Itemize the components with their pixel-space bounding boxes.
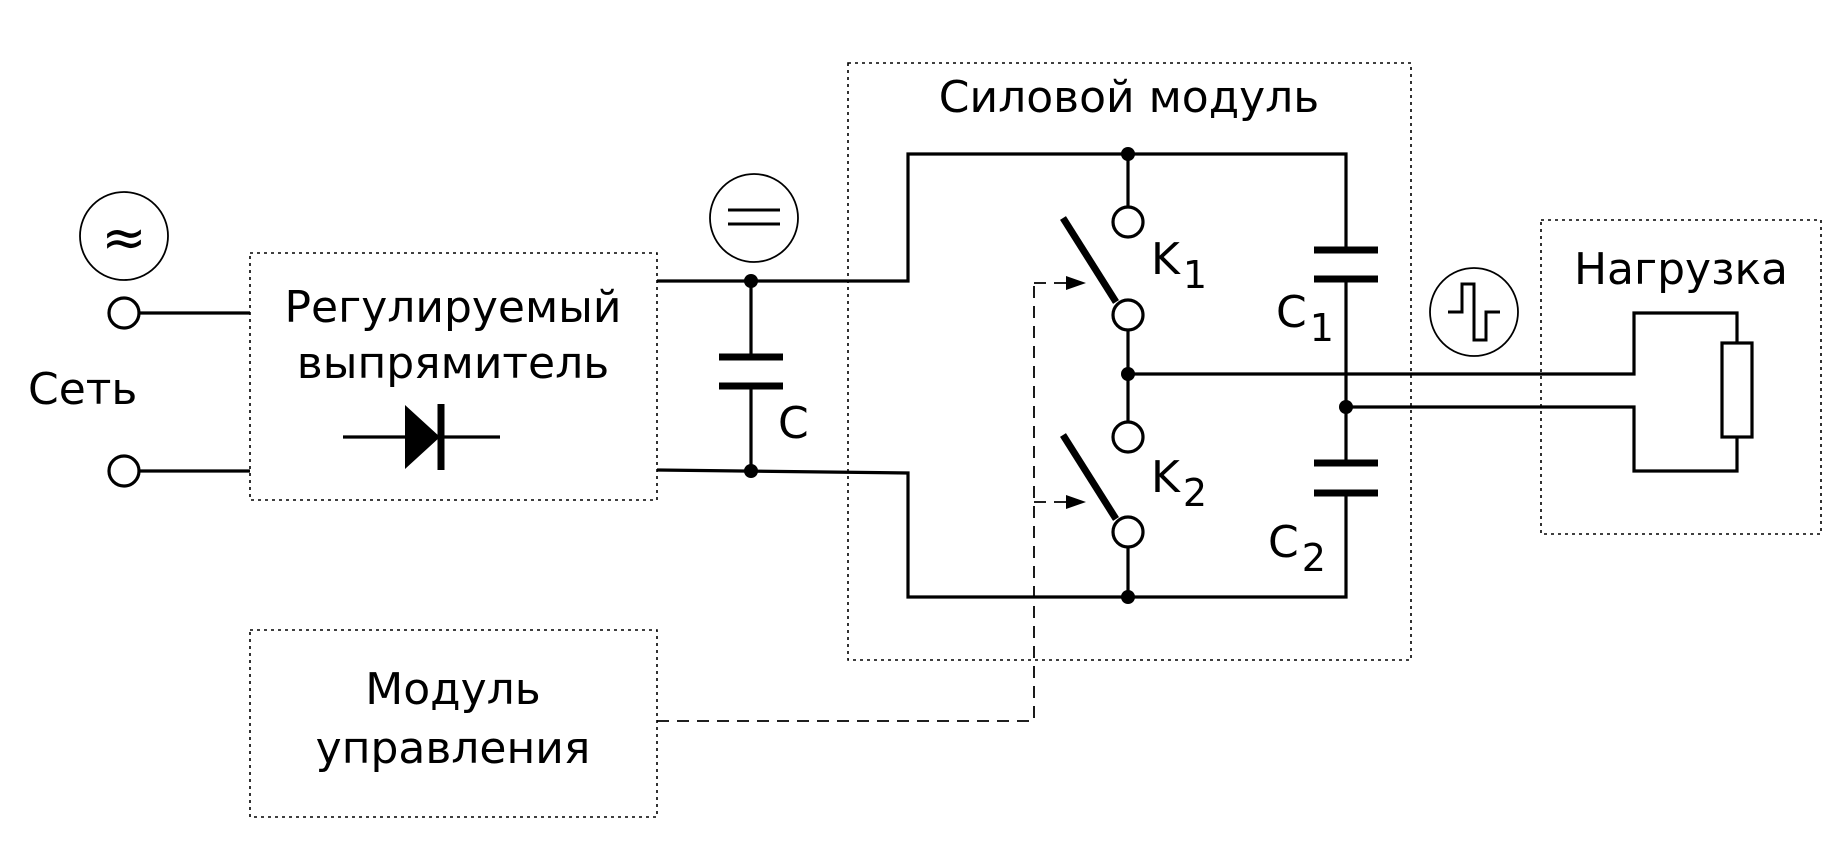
mains-terminal-bottom [107,454,141,488]
control-arrow-k2-icon [1066,495,1086,509]
rectifier-label-line1: Регулируемый [284,282,621,333]
junction-dc-bottom [744,464,758,478]
power-module-box [847,62,1412,661]
rectifier-label-line2: выпрямитель [297,338,609,389]
rectifier-box [249,252,658,501]
diode-icon [405,405,440,469]
switch-k2-contact-top [1111,420,1145,454]
load-resistor-icon [1720,341,1754,439]
control-module-label-line1: Модуль [365,664,540,715]
junction-leg-top [1121,147,1135,161]
capacitor-c2-subscript: 2 [1302,536,1326,580]
switch-k1-contact-bottom [1111,298,1145,332]
control-arrow-k1-icon [1066,276,1086,290]
capacitor-c-label: C [778,398,809,449]
power-module-label: Силовой модуль [939,72,1319,123]
ac-symbol: ≈ [101,206,146,269]
control-module-box [249,629,658,818]
output-wire-bottom [1346,405,1739,473]
switch-k1-label: K1 [1151,234,1207,297]
dc-bus-negative [656,468,1348,599]
mains-label: Сеть [28,364,137,415]
output-wire-top [1128,311,1739,376]
capacitor-c2-label: C2 [1268,517,1326,580]
switch-k2-subscript: 2 [1183,471,1207,515]
control-module-label-line2: управления [316,723,591,774]
control-signal-line [657,283,1035,722]
switch-k2-blade [1060,433,1119,521]
ac-symbol-circle [79,191,169,281]
capacitor-c1-subscript: 1 [1310,306,1334,350]
switch-k1-contact-top [1111,205,1145,239]
switch-k2-label: K2 [1151,452,1207,515]
junction-dc-top [744,274,758,288]
load-label: Нагрузка [1574,244,1788,295]
dc-symbol-circle [709,173,799,263]
load-box [1540,219,1822,535]
switch-k2-contact-bottom [1111,515,1145,549]
switch-k1-blade [1060,216,1119,304]
square-wave-icon [1448,282,1500,342]
dc-bus-positive [657,152,1348,283]
capacitor-c1-label: C1 [1276,287,1334,350]
junction-leg-bottom [1121,590,1135,604]
switch-k1-subscript: 1 [1183,253,1207,297]
mains-terminal-top [107,296,141,330]
